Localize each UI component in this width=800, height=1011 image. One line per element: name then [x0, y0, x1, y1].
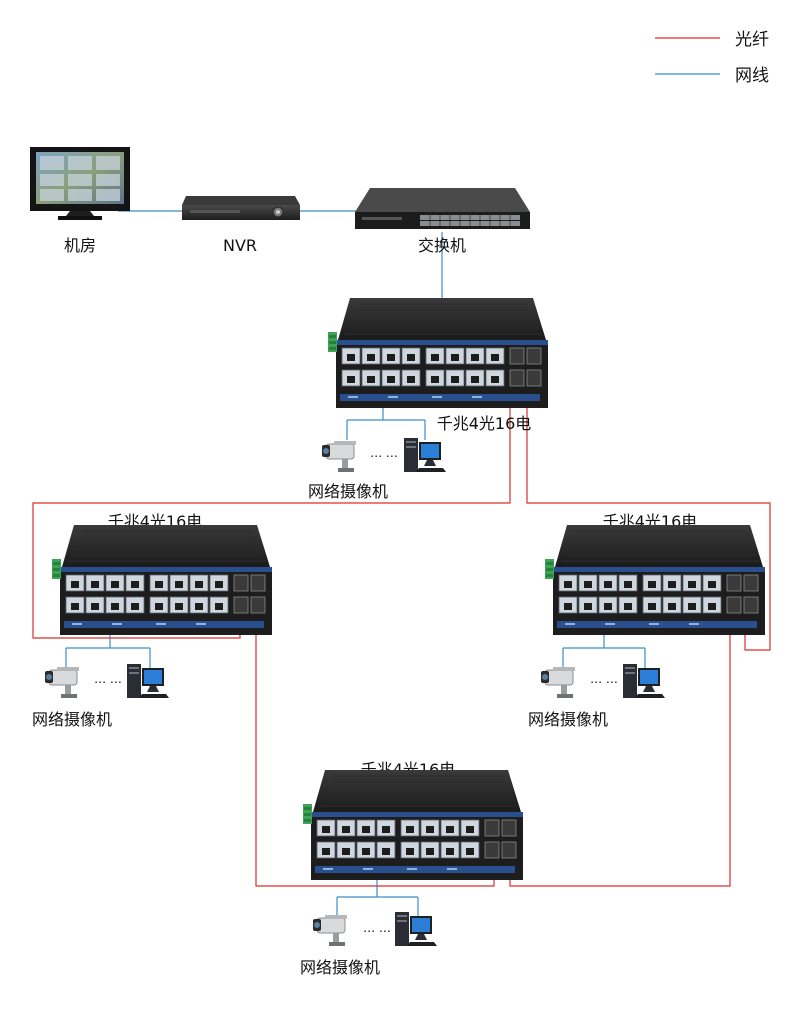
- industrial-switch-icon: [302, 769, 524, 881]
- camera-group-label-top: 网络摄像机: [308, 482, 388, 501]
- legend-cable-label: 网线: [735, 66, 769, 86]
- switch-top-label: 千兆4光16电: [437, 414, 532, 433]
- camera-ellipsis-left: … …: [94, 672, 122, 686]
- camera-group-label-left: 网络摄像机: [32, 710, 112, 729]
- core-switch-label: 交换机: [418, 236, 466, 255]
- camera-group-label-right: 网络摄像机: [528, 710, 608, 729]
- legend-fiber-label: 光纤: [735, 30, 769, 50]
- camera-ellipsis-right: … …: [590, 672, 618, 686]
- cable-right-cams: [562, 630, 646, 668]
- monitor-label: 机房: [64, 236, 96, 255]
- legend: 光纤 网线: [655, 30, 769, 86]
- camera-ellipsis-bottom: … …: [363, 921, 391, 935]
- nvr-icon: [182, 196, 300, 220]
- cable-left-cams: [65, 630, 151, 668]
- fiber-right-bottom: [509, 618, 731, 887]
- nvr-label: NVR: [223, 236, 257, 255]
- cable-bottom-cams: [336, 880, 419, 917]
- industrial-switch-icon: [327, 297, 549, 409]
- monitor-icon: [30, 147, 130, 220]
- fiber-top-right: [526, 400, 771, 651]
- camera-ellipsis-top: … …: [370, 446, 398, 460]
- industrial-switch-icon: [51, 524, 273, 636]
- camera-group-label-bottom: 网络摄像机: [300, 958, 380, 977]
- rack-switch-icon: [355, 188, 530, 229]
- industrial-switch-icon: [544, 524, 766, 636]
- cable-top-cams: [346, 407, 426, 440]
